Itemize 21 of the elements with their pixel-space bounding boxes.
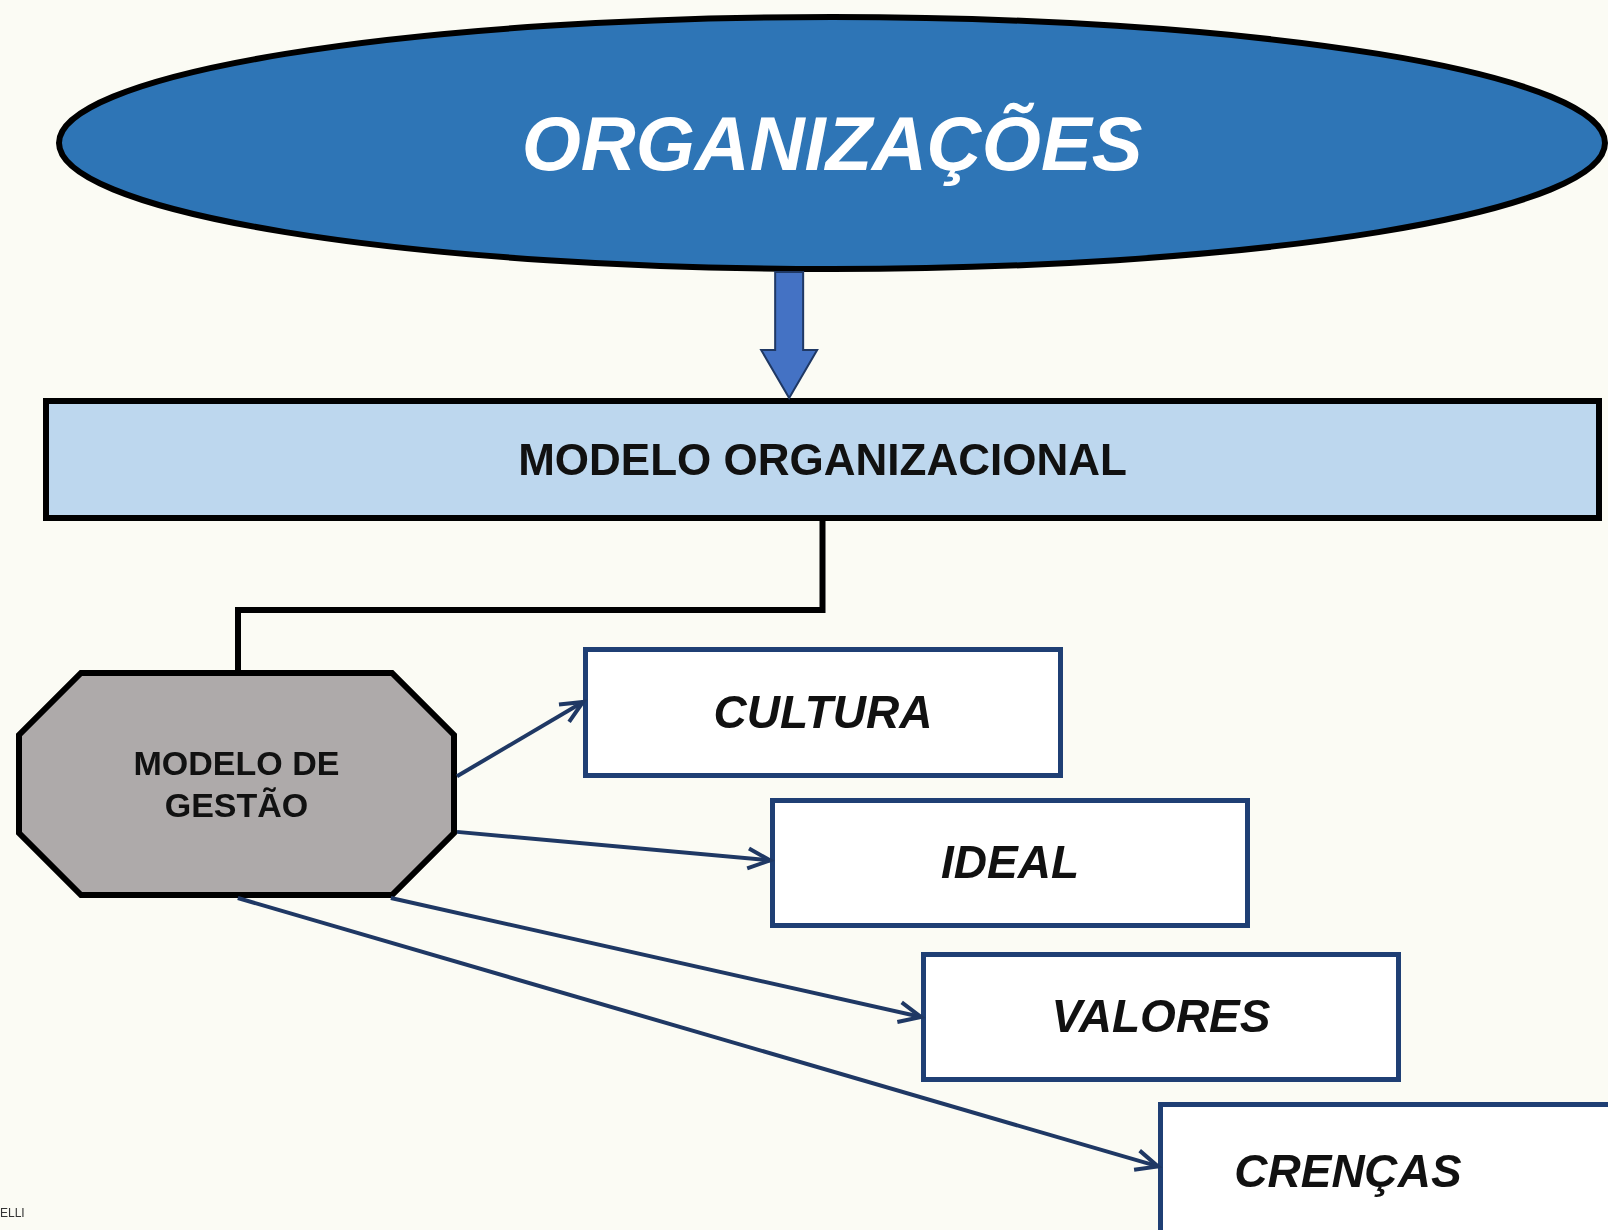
footer-text: ELLI (0, 1206, 25, 1220)
node-label: VALORES (1051, 989, 1271, 1045)
arrow (390, 896, 923, 1024)
node-label: IDEAL (941, 835, 1079, 891)
node-label: MODELO ORGANIZACIONAL (518, 434, 1127, 486)
arrow (456, 829, 772, 871)
octagon-node (16, 670, 457, 898)
process-box (43, 398, 1602, 521)
block-arrow (759, 271, 819, 400)
connector-line (235, 521, 826, 670)
node-label: ORGANIZAÇÕES (521, 99, 1143, 188)
process-box (921, 952, 1401, 1082)
node-label: CULTURA (713, 684, 933, 740)
arrow (237, 896, 1160, 1172)
process-box (770, 798, 1250, 928)
ellipse-node (56, 14, 1608, 272)
process-box (1158, 1102, 1608, 1230)
node-label: MODELO DE GESTÃO (132, 742, 341, 826)
arrow (456, 700, 585, 778)
process-box (583, 647, 1063, 778)
node-label: CRENÇAS (1234, 1144, 1462, 1200)
